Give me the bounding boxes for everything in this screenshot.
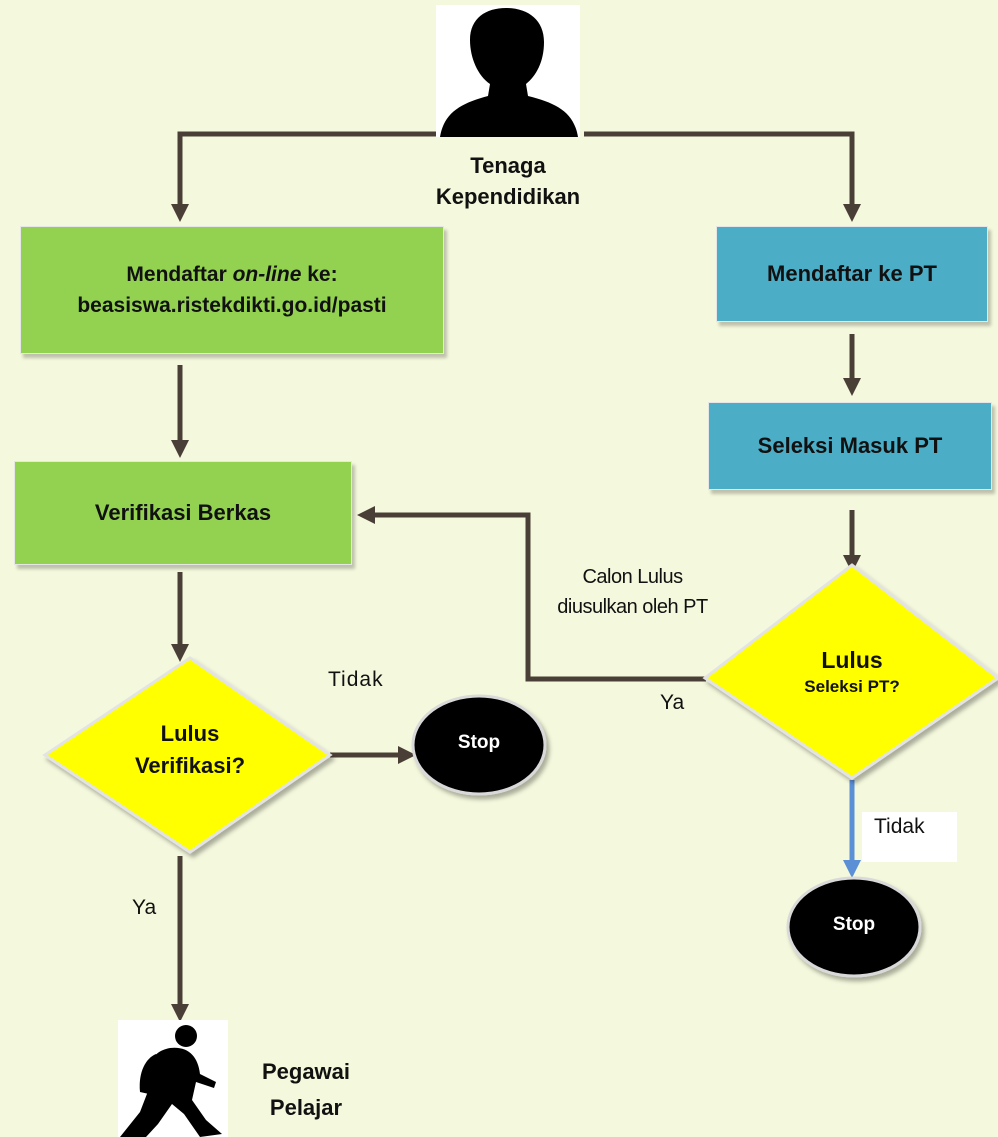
decision-selection-text: Lulus Seleksi PT? [772, 645, 932, 699]
decision-verification-text: Lulus Verifikasi? [110, 718, 270, 782]
proposed-line1: Calon Lulus [582, 566, 683, 588]
arrow-to-verify-feedback [357, 506, 375, 524]
verify-docs-label: Verifikasi Berkas [94, 500, 272, 525]
result-line1: Pegawai [261, 1059, 351, 1084]
proposed-line2: diusulkan oleh PT [557, 596, 708, 618]
yes-label-right: Ya [660, 691, 685, 714]
decision-selection [702, 563, 998, 780]
arrow-to-register-pt [843, 204, 861, 222]
decision-verification-line1: Lulus [160, 721, 220, 746]
arrow-to-register-online [171, 204, 189, 222]
no-label-right: Tidak [862, 812, 957, 862]
stop-left-label: Stop [457, 732, 501, 753]
register-pt-label: Mendaftar ke PT [767, 261, 937, 286]
arrow-to-stop-right [843, 860, 861, 878]
register-online-prefix: Mendaftar [126, 263, 233, 286]
register-online-line1: Mendaftar on-line ke: [126, 259, 337, 290]
feedback-connector [375, 512, 706, 682]
actor-connector [177, 131, 855, 205]
arrow-to-student [171, 1004, 189, 1022]
register-online-suffix: ke: [301, 263, 338, 286]
no-label-left: Tidak [328, 668, 384, 691]
decision-verification-line2: Verifikasi? [134, 753, 246, 778]
arrow-to-verify [171, 440, 189, 458]
result-label: Pegawai Pelajar [246, 1054, 366, 1126]
actor-label-line1: Tenaga [470, 153, 546, 178]
selection-pt-label: Seleksi Masuk PT [757, 433, 943, 458]
arrow-to-decision-left [171, 644, 189, 662]
actor-label-line2: Kependidikan [435, 184, 581, 209]
stop-right-label: Stop [832, 914, 876, 935]
stop-right [786, 876, 922, 978]
stop-left [411, 694, 547, 796]
register-online-url: beasiswa.ristekdikti.go.id/pasti [77, 294, 387, 317]
register-online-italic: on-line [232, 263, 302, 286]
actor-label: Tenaga Kependidikan [418, 150, 598, 212]
decision-verification [42, 656, 333, 854]
decision-selection-line2: Seleksi PT? [804, 677, 900, 696]
yes-label-left: Ya [132, 896, 157, 919]
arrow-to-stop-left [398, 746, 416, 764]
result-line2: Pelajar [269, 1095, 343, 1120]
student-walking-icon [118, 1020, 228, 1137]
decision-selection-line1: Lulus [821, 647, 883, 673]
register-online-box: Mendaftar on-line ke: beasiswa.ristekdik… [20, 226, 444, 354]
no-label-right-text: Tidak [874, 815, 925, 838]
register-pt-box: Mendaftar ke PT [716, 226, 988, 322]
arrow-to-selection [843, 378, 861, 396]
actor-person-icon [436, 5, 580, 137]
verify-docs-box: Verifikasi Berkas [14, 461, 352, 565]
proposed-text: Calon Lulus diusulkan oleh PT [535, 562, 730, 622]
selection-pt-box: Seleksi Masuk PT [708, 402, 992, 490]
